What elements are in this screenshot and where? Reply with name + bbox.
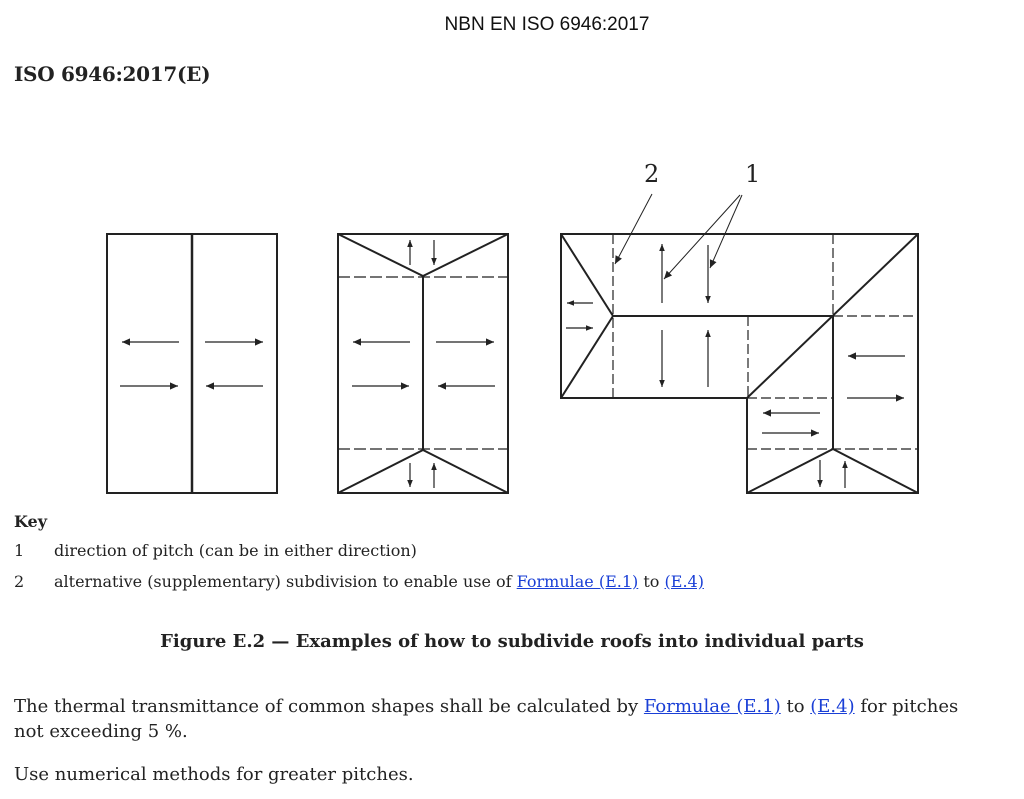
formula-e4-link-body[interactable]: (E.4) — [810, 696, 855, 717]
figure-caption: Figure E.2 — Examples of how to subdivid… — [160, 631, 864, 652]
key-item-text: alternative (supplementary) subdivision … — [54, 572, 517, 591]
body-paragraph-2: Use numerical methods for greater pitche… — [14, 764, 414, 785]
key-item-text: direction of pitch (can be in either dir… — [54, 541, 417, 560]
figure-e2: 2 1 — [0, 150, 1024, 510]
para-text: for pitches — [854, 696, 959, 717]
key-item-number: 1 — [14, 541, 25, 560]
hipped-roof-panel — [337, 233, 509, 494]
document-id: ISO 6946:2017(E) — [14, 62, 211, 86]
callout-1: 1 — [745, 160, 761, 188]
body-paragraph-1: The thermal transmittance of common shap… — [14, 694, 1014, 744]
key-item-2: 2 alternative (supplementary) subdivision… — [14, 572, 704, 591]
key-title: Key — [14, 512, 48, 531]
para-text: to — [780, 696, 811, 717]
formula-e4-link[interactable]: (E.4) — [664, 572, 704, 591]
para-text: The thermal transmittance of common shap… — [14, 696, 644, 717]
l-shaped-roof-panel — [560, 193, 919, 494]
formulae-e1-link[interactable]: Formulae (E.1) — [516, 572, 639, 591]
key-item-connector: to — [638, 572, 665, 591]
gable-roof-panel — [106, 233, 278, 494]
key-item-1: 1 direction of pitch (can be in either di… — [14, 541, 417, 560]
para-text: not exceeding 5 %. — [14, 721, 188, 742]
roof-diagrams — [106, 193, 919, 494]
running-header: NBN EN ISO 6946:2017 — [444, 14, 650, 35]
key-item-number: 2 — [14, 572, 25, 591]
formulae-e1-link-body[interactable]: Formulae (E.1) — [643, 696, 781, 717]
callout-2: 2 — [644, 160, 660, 188]
